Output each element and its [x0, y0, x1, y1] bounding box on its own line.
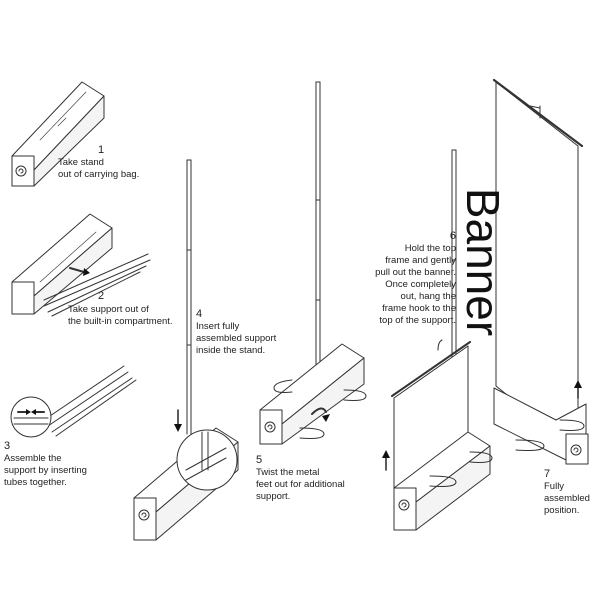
step-3-number: 3: [4, 440, 11, 452]
step-2-caption: 2 Take support out of the built-in compa…: [68, 290, 173, 328]
step-5-caption: 5 Twist the metal feet out for additiona…: [256, 454, 345, 503]
step-1-caption: 1 Take stand out of carrying bag.: [58, 144, 139, 181]
twist-feet-illustration: [259, 81, 367, 445]
step-2-text: Take support out of the built-in compart…: [68, 304, 173, 327]
step-7-number: 7: [544, 468, 551, 480]
step-6-text: Hold the top frame and gently pull out t…: [375, 243, 456, 326]
pull-banner-illustration: [382, 149, 493, 531]
stand-closed-illustration: [11, 81, 105, 187]
tubes-assembly-illustration: [10, 365, 137, 438]
step-4-text: Insert fully assembled support inside th…: [196, 321, 277, 356]
banner-label: Banner: [457, 187, 509, 337]
insert-support-illustration: [133, 159, 239, 541]
step-4-number: 4: [196, 308, 203, 320]
step-7-caption: 7 Fully assembled position.: [544, 468, 590, 517]
assembled-banner-illustration: [492, 78, 589, 465]
step-4-caption: 4 Insert fully assembled support inside …: [196, 308, 276, 357]
step-5-number: 5: [256, 454, 263, 466]
step-1-number: 1: [98, 144, 105, 156]
step-1-text: Take stand out of carrying bag.: [58, 157, 140, 180]
step-3-text: Assemble the support by inserting tubes …: [4, 453, 87, 488]
step-3-caption: 3 Assemble the support by inserting tube…: [4, 440, 87, 489]
support-compartment-illustration: [11, 213, 151, 317]
step-7-text: Fully assembled position.: [544, 481, 590, 516]
step-6-number: 6: [449, 230, 456, 242]
step-2-number: 2: [98, 290, 105, 302]
step-5-text: Twist the metal feet out for additional …: [256, 467, 345, 502]
step-6-caption: 6 Hold the top frame and gently pull out…: [372, 230, 456, 327]
